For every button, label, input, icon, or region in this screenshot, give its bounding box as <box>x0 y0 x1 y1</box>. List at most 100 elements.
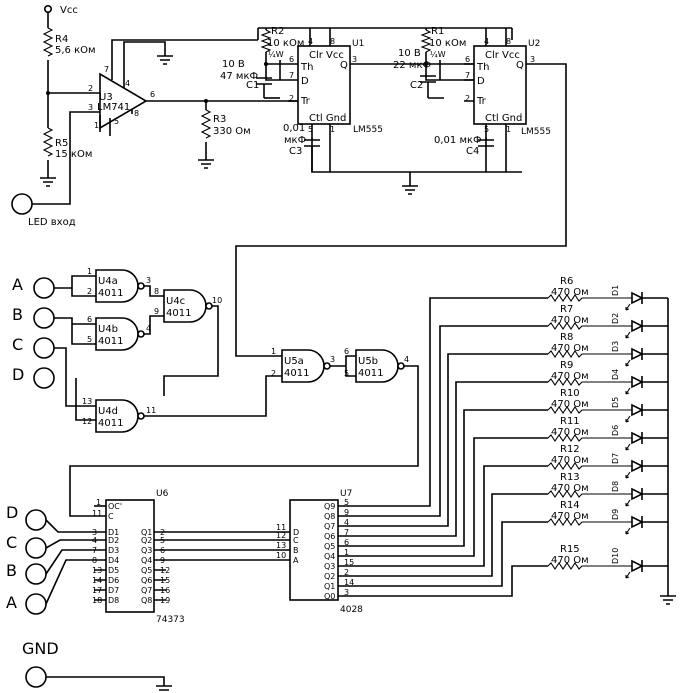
svg-text:A: A <box>12 275 23 294</box>
light-arrow-icon <box>625 387 631 395</box>
svg-text:11: 11 <box>92 509 102 518</box>
svg-text:4011: 4011 <box>98 418 123 429</box>
svg-text:LM741: LM741 <box>97 102 130 113</box>
svg-text:2: 2 <box>289 94 294 103</box>
svg-text:U5b: U5b <box>358 356 378 367</box>
nand-u4a: U4a 4011 1 2 3 <box>87 267 151 303</box>
svg-text:1: 1 <box>330 125 335 134</box>
u7-out-label: Q0 <box>324 592 335 601</box>
led-cathode <box>641 560 668 572</box>
led-ref: D7 <box>611 453 620 464</box>
capacitor-c2: 10 В 22 мкФ C2 <box>393 48 431 91</box>
svg-text:11: 11 <box>146 406 156 415</box>
u7-out-label: Q6 <box>324 532 335 541</box>
svg-text:1: 1 <box>506 125 511 134</box>
led-diode-icon <box>631 487 644 501</box>
svg-text:0,01 мкФ: 0,01 мкФ <box>434 135 482 146</box>
svg-text:10 кОм: 10 кОм <box>267 38 304 49</box>
svg-text:C: C <box>12 335 23 354</box>
svg-text:C: C <box>6 533 17 552</box>
u7-in-label: B <box>293 546 299 555</box>
svg-text:U1: U1 <box>352 39 364 49</box>
decoder-output-wire <box>338 381 548 537</box>
led-ref: D2 <box>611 313 620 324</box>
u7-out-label: Q4 <box>324 552 335 561</box>
resistor-ref: R14 <box>560 500 580 511</box>
input-bottom-b: B <box>6 561 47 585</box>
svg-text:LED вход: LED вход <box>28 217 76 228</box>
svg-text:6: 6 <box>465 55 470 64</box>
resistor-value: 470 Ом <box>551 427 589 438</box>
resistor-zigzag <box>547 462 632 470</box>
led-cathode <box>641 516 668 528</box>
svg-text:5: 5 <box>308 125 313 134</box>
led-cathode <box>641 348 668 360</box>
svg-text:2: 2 <box>88 84 93 93</box>
u7-out-pin: 2 <box>344 568 349 577</box>
resistor-zigzag <box>547 434 632 442</box>
u6-q-label: Q3 <box>141 546 152 555</box>
resistor-value: 470 Ом <box>551 555 589 566</box>
led-cathode <box>641 320 668 332</box>
svg-text:¼W: ¼W <box>268 50 284 59</box>
svg-text:Q: Q <box>340 60 348 71</box>
capacitor-c3: 0,01 мкФ C3 <box>283 123 307 157</box>
led-diode-icon <box>631 459 644 473</box>
resistor-ref: R9 <box>560 360 573 371</box>
svg-text:4011: 4011 <box>98 336 123 347</box>
u7-out-label: Q3 <box>324 562 335 571</box>
u7-in-pin: 12 <box>276 531 286 540</box>
resistor-zigzag <box>547 490 632 498</box>
svg-text:4011: 4011 <box>358 368 383 379</box>
led-cathode <box>641 432 668 444</box>
svg-text:B: B <box>6 561 17 580</box>
u7-out-pin: 3 <box>344 588 349 597</box>
gnd-terminal: GND <box>22 639 59 658</box>
resistor-zigzag <box>547 378 632 386</box>
u6-q-label: Q2 <box>141 536 152 545</box>
decoder-output-wire <box>338 409 548 547</box>
svg-text:U4c: U4c <box>166 296 185 307</box>
led-diode-icon <box>631 291 644 305</box>
svg-text:3: 3 <box>330 355 335 364</box>
timer-u2: Clr Vcc Th D Tr Q Ctl Gnd U2 LM555 4 8 6… <box>465 37 551 137</box>
nand-u5a: U5a 4011 1 2 3 <box>271 347 335 383</box>
u6-d-pin: 7 <box>92 546 97 555</box>
svg-text:10 В: 10 В <box>398 48 421 59</box>
light-arrow-icon <box>625 571 631 579</box>
u6-d-pin: 4 <box>92 536 97 545</box>
light-arrow-icon <box>625 303 631 311</box>
u6-d-label: D2 <box>108 536 119 545</box>
resistor-value: 470 Ом <box>551 287 589 298</box>
svg-text:4011: 4011 <box>98 288 123 299</box>
svg-text:1: 1 <box>96 498 101 507</box>
svg-text:U2: U2 <box>528 39 540 49</box>
svg-text:47 мкФ: 47 мкФ <box>220 71 258 82</box>
led-cathode <box>641 376 668 388</box>
u7-out-label: Q2 <box>324 572 335 581</box>
led-cathode <box>641 292 668 304</box>
svg-text:2: 2 <box>465 94 470 103</box>
u6-d-pin: 8 <box>92 556 97 565</box>
led-cathode <box>641 488 668 500</box>
led-cathode <box>641 404 668 416</box>
u6-d-label: D6 <box>108 576 119 585</box>
u7-out-label: Q7 <box>324 522 335 531</box>
input-top-b: B <box>12 305 55 329</box>
svg-text:U5a: U5a <box>284 356 304 367</box>
svg-text:¼W: ¼W <box>430 50 446 59</box>
svg-text:LM555: LM555 <box>521 127 551 137</box>
u7-out-label: Q1 <box>324 582 335 591</box>
led-ref: D10 <box>611 548 620 564</box>
led-ref: D1 <box>611 285 620 296</box>
svg-text:Vcc: Vcc <box>60 5 78 16</box>
svg-text:7: 7 <box>289 71 294 80</box>
resistor-r5: R5 15 кОм <box>55 138 92 160</box>
